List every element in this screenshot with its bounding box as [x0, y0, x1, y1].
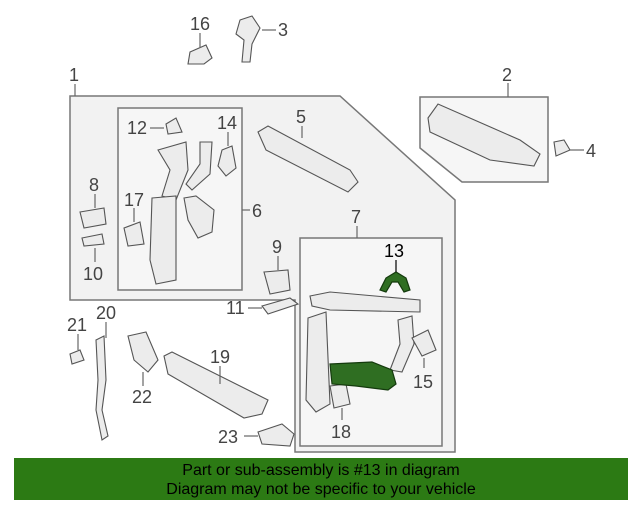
- part-4: [553, 139, 571, 157]
- part-23: [257, 423, 295, 447]
- callout-23: 23: [218, 427, 238, 447]
- part-16: [187, 44, 213, 65]
- part-17: [123, 221, 145, 247]
- callout-10: 10: [83, 264, 103, 284]
- callout-7: 7: [351, 207, 361, 227]
- callout-16: 16: [190, 14, 210, 34]
- part-10: [81, 233, 105, 247]
- callout-21: 21: [67, 315, 87, 335]
- part-6-pillar: [149, 195, 177, 285]
- part-7-pillar: [305, 311, 331, 413]
- callout-2: 2: [502, 65, 512, 85]
- callout-14: 14: [217, 113, 237, 133]
- callout-4: 4: [586, 141, 596, 161]
- banner-line-1: Part or sub-assembly is #13 in diagram: [182, 462, 460, 479]
- callout-3: 3: [278, 20, 288, 40]
- callout-20: 20: [96, 303, 116, 323]
- callout-15: 15: [413, 372, 433, 392]
- part-3: [235, 15, 261, 63]
- callout-6: 6: [252, 201, 262, 221]
- part-13-bracket-highlighted: [329, 361, 397, 391]
- part-9: [263, 269, 291, 295]
- callout-22: 22: [132, 387, 152, 407]
- callout-13: 13: [384, 241, 404, 261]
- callout-11: 11: [226, 298, 245, 318]
- part-14: [217, 145, 237, 177]
- part-7-crossmember: [309, 291, 421, 313]
- subassembly-6-box: [117, 107, 243, 291]
- info-banner: Part or sub-assembly is #13 in diagram D…: [14, 458, 628, 500]
- banner-line-2: Diagram may not be specific to your vehi…: [166, 481, 476, 498]
- part-5: [257, 125, 359, 193]
- part-11: [261, 297, 300, 315]
- part-22: [127, 331, 159, 373]
- part-18: [329, 383, 351, 409]
- part-13-highlighted: [379, 271, 411, 293]
- callout-17: 17: [124, 190, 144, 210]
- part-15: [411, 329, 437, 357]
- part-20: [95, 335, 109, 441]
- part-6-bracket: [185, 141, 213, 191]
- callout-9: 9: [272, 237, 282, 257]
- part-7-brace: [389, 315, 415, 373]
- part-12: [165, 117, 183, 135]
- callout-5: 5: [296, 107, 306, 127]
- part-8: [79, 207, 107, 229]
- part-6-lower: [183, 195, 215, 239]
- part-19: [163, 351, 269, 419]
- callout-18: 18: [331, 422, 351, 442]
- callout-1: 1: [69, 65, 79, 85]
- callout-19: 19: [210, 347, 230, 367]
- callout-12: 12: [127, 118, 147, 138]
- part-2: [427, 103, 541, 167]
- callout-8: 8: [89, 175, 99, 195]
- part-21: [69, 349, 85, 365]
